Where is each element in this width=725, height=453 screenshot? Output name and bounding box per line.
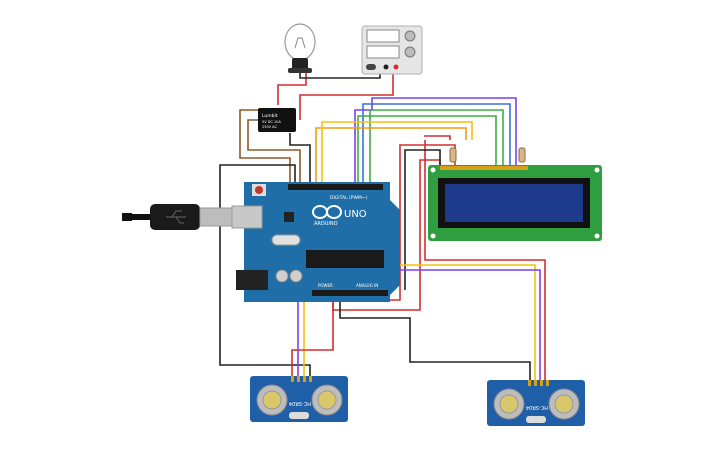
- arduino-model: UNO: [344, 209, 367, 220]
- usb-icon: [166, 210, 186, 224]
- sensor-2-pins: [528, 380, 549, 386]
- wire-orange-lcd: [315, 127, 467, 186]
- wire-black-gnd-1: [219, 164, 311, 378]
- wire-blue-lcd: [362, 103, 511, 186]
- wire-black-gnd-lcd: [404, 149, 441, 290]
- wire-red-lamp: [277, 70, 307, 105]
- analog-header: [352, 290, 388, 296]
- usb-cable: [122, 204, 246, 230]
- wire-yellow-lcd: [321, 121, 473, 186]
- wire-black-relay: [289, 133, 311, 186]
- arduino-brand: ARDUINO: [314, 221, 338, 227]
- reset-button[interactable]: [255, 186, 263, 194]
- usb-chip: [284, 212, 294, 222]
- arduino-analog-label: ANALOG IN: [356, 283, 378, 288]
- wire-green-lcd: [369, 109, 504, 186]
- power-header: [312, 290, 354, 296]
- arduino-logo-icon: [312, 205, 342, 219]
- capacitor-2: [289, 269, 303, 283]
- wire-brown-2: [247, 119, 301, 186]
- digital-header: [288, 184, 383, 190]
- sensor-1-transducer-left-inner: [262, 390, 282, 410]
- power-supply-display-1: [366, 29, 400, 43]
- sensor-2-crystal: [526, 416, 546, 423]
- relay-text-2: 5V DC 10A: [262, 120, 281, 124]
- arduino-digital-label: DIGITAL (PWM~): [330, 195, 368, 201]
- power-supply-display-2: [366, 45, 400, 59]
- lcd-pin-header: [440, 166, 528, 170]
- resistor-1: [449, 147, 457, 163]
- sensor-2-label: HC-SR04: [526, 404, 548, 410]
- lcd-hole-2: [594, 167, 600, 173]
- lcd-display[interactable]: [428, 165, 602, 241]
- wire-red-psu: [299, 70, 394, 120]
- sensor-2-transducer-left-inner: [499, 394, 519, 414]
- lcd-hole-1: [430, 167, 436, 173]
- lcd-hole-4: [594, 233, 600, 239]
- wire-red-lcd-2: [424, 140, 546, 380]
- light-bulb[interactable]: [284, 23, 316, 73]
- power-jack: [236, 270, 268, 290]
- wire-brown: [239, 109, 291, 186]
- bulb-glass: [284, 23, 316, 61]
- atmega-chip: [306, 250, 384, 268]
- wire-black-gnd-2: [339, 290, 531, 382]
- power-supply-terminal-pos[interactable]: [393, 64, 399, 70]
- wire-red-lcd-3: [424, 135, 451, 140]
- resistor-2: [518, 147, 526, 163]
- relay-body: [258, 108, 296, 132]
- sensor-1-label: HC-SR04: [289, 400, 311, 406]
- power-supply-terminal-neg[interactable]: [383, 64, 389, 70]
- power-supply-knob-1[interactable]: [404, 30, 416, 42]
- usb-jack: [231, 205, 263, 229]
- relay-text-3: 250V AC: [262, 125, 278, 129]
- relay[interactable]: Lumbit 5V DC 10A 250V AC: [258, 108, 296, 132]
- relay-text-1: Lumbit: [262, 113, 278, 119]
- bulb-base: [288, 68, 312, 73]
- arduino-power-label: POWER: [318, 283, 333, 288]
- capacitor-1: [275, 269, 289, 283]
- sensor-2-transducer-right-inner: [554, 394, 574, 414]
- ultrasonic-sensor-2[interactable]: HC-SR04: [487, 380, 585, 426]
- bulb-filament: [294, 37, 306, 49]
- crystal: [271, 234, 301, 246]
- ultrasonic-sensor-1[interactable]: HC-SR04: [250, 376, 348, 422]
- bulb-socket: [292, 58, 308, 70]
- sensor-1-transducer-right-inner: [317, 390, 337, 410]
- lcd-screen: [445, 184, 583, 222]
- usb-cable-tip: [122, 213, 132, 221]
- sensor-1-crystal: [289, 412, 309, 419]
- power-supply[interactable]: [361, 25, 423, 75]
- power-supply-switch[interactable]: [366, 64, 376, 70]
- wire-green-lcd-2: [357, 115, 497, 186]
- power-supply-knob-2[interactable]: [404, 46, 416, 58]
- sensor-1-pins: [291, 376, 312, 382]
- lcd-hole-3: [430, 233, 436, 239]
- wire-red-sensor1-vcc: [291, 290, 334, 378]
- arduino-uno[interactable]: UNO ARDUINO DIGITAL (PWM~) POWER ANALOG …: [231, 182, 400, 302]
